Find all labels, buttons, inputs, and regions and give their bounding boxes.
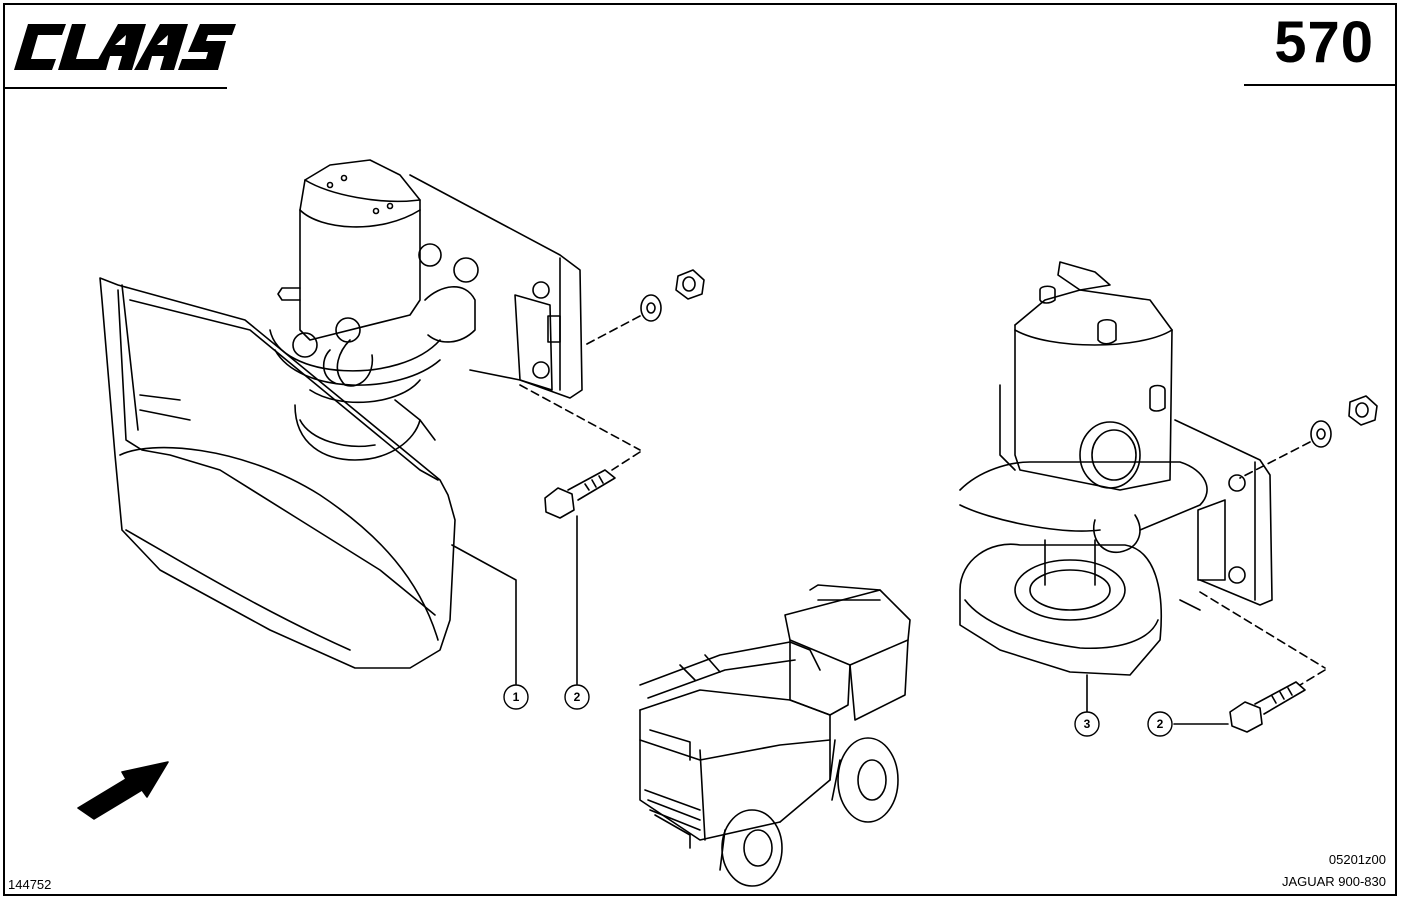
callout-label-1: 1 (513, 690, 520, 704)
page-number-underline (1244, 84, 1396, 86)
callout-2-left (564, 684, 590, 710)
direction-arrow-icon (77, 761, 169, 820)
callout-label-2-right: 2 (1157, 717, 1164, 731)
callout-2-right (1147, 711, 1173, 737)
hitch-funnel-assembly (99, 159, 583, 669)
model-label: JAGUAR 900-830 (1281, 874, 1386, 889)
drawing-code: 05201z00 (1328, 852, 1386, 867)
claas-logo (14, 24, 236, 70)
logo-underline (3, 87, 227, 89)
page-number: 570 (1274, 10, 1374, 75)
drawing-frame (3, 3, 1397, 896)
washer-right (1310, 420, 1332, 448)
hitch-right-assembly (959, 261, 1273, 676)
nut-left (675, 269, 705, 300)
bolt-right (1229, 681, 1306, 733)
harvester-illustration (639, 584, 911, 887)
callout-label-2-left: 2 (574, 690, 581, 704)
washer-left (640, 294, 662, 322)
document-id: 144752 (8, 877, 52, 892)
bolt-left (544, 469, 616, 519)
callout-3 (1074, 711, 1100, 737)
callout-label-3: 3 (1084, 717, 1091, 731)
nut-right (1348, 395, 1378, 426)
callout-1 (503, 684, 529, 710)
